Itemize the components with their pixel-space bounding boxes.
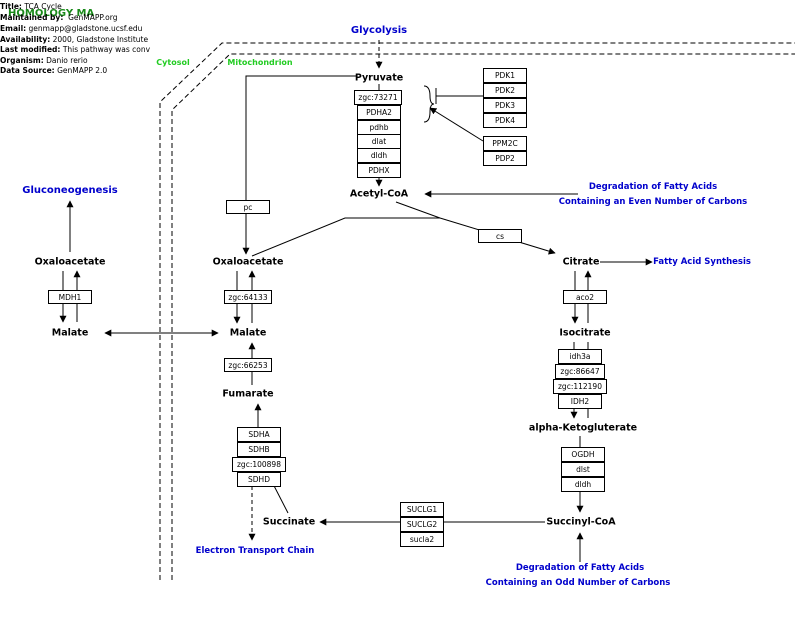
metabolite-fumarate: Fumarate [222, 388, 274, 400]
gene-box[interactable]: dlst [561, 462, 605, 477]
gene-box[interactable]: zgc:66253 [224, 358, 272, 372]
meta-availability: Availability: 2000, Gladstone Institute [0, 35, 149, 44]
gene-box[interactable]: MDH1 [48, 290, 92, 304]
gene-box[interactable]: zgc:100898 [232, 457, 286, 472]
gene-box[interactable]: PDK1 [483, 68, 527, 83]
watermark-logo: HOMOLOGY MA [8, 8, 95, 19]
gene-box[interactable]: zgc:64133 [224, 290, 272, 304]
gene-box[interactable]: SUCLG2 [400, 517, 444, 532]
gluconeogenesis-label[interactable]: Gluconeogenesis [22, 185, 118, 196]
metabolite-succinyl-coa: Succinyl-CoA [546, 516, 616, 528]
fa-even-label-1[interactable]: Degradation of Fatty Acids [588, 181, 718, 192]
metabolite-succinate: Succinate [262, 516, 316, 528]
mitochondrion-label: Mitochondrion [227, 58, 293, 67]
gene-box[interactable]: pdhb [357, 120, 401, 135]
meta-modified: Last modified: This pathway was conv [0, 45, 151, 54]
fa-odd-label-2[interactable]: Containing an Odd Number of Carbons [485, 577, 671, 588]
gene-box[interactable]: cs [478, 229, 522, 243]
gene-box[interactable]: SDHD [237, 472, 281, 487]
gene-box[interactable]: IDH2 [558, 394, 602, 409]
gene-box[interactable]: PDHA2 [357, 105, 401, 120]
gene-box[interactable]: PDK3 [483, 98, 527, 113]
mitochondrion-border [171, 53, 795, 580]
gene-box[interactable]: pc [226, 200, 270, 214]
gene-box[interactable]: PDHX [357, 163, 401, 178]
metabolite-citrate: Citrate [562, 256, 600, 268]
gene-box[interactable]: PDP2 [483, 151, 527, 166]
gene-box[interactable]: zgc:112190 [553, 379, 607, 394]
fa-even-label-2[interactable]: Containing an Even Number of Carbons [558, 196, 748, 207]
gene-box[interactable]: aco2 [563, 290, 607, 304]
gene-box[interactable]: SDHA [237, 427, 281, 442]
gene-box[interactable]: dldh [357, 148, 401, 163]
gene-box[interactable]: dldh [561, 477, 605, 492]
gene-box[interactable]: idh3a [558, 349, 602, 364]
metabolite-malate: Malate [229, 327, 267, 339]
metabolite-isocitrate: Isocitrate [559, 327, 611, 339]
gene-box[interactable]: PPM2C [483, 136, 527, 151]
metabolite-alpha-ketoglutarate: alpha-Ketogluterate [528, 422, 638, 434]
gene-box[interactable]: sucla2 [400, 532, 444, 547]
gene-box[interactable]: zgc:73271 [354, 90, 402, 105]
gene-box[interactable]: SDHB [237, 442, 281, 457]
fa-odd-label-1[interactable]: Degradation of Fatty Acids [515, 562, 645, 573]
meta-email: Email: genmapp@gladstone.ucsf.edu [0, 24, 143, 33]
gene-box[interactable]: OGDH [561, 447, 605, 462]
meta-maintained: Maintained by: GenMAPP.org [0, 13, 118, 22]
fatty-acid-synthesis-label[interactable]: Fatty Acid Synthesis [653, 256, 751, 267]
metabolite-acetyl-coa: Acetyl-CoA [349, 188, 409, 200]
gene-box[interactable]: SUCLG1 [400, 502, 444, 517]
meta-title: Title: TCA Cycle [0, 2, 62, 11]
gene-box[interactable]: zgc:86647 [555, 364, 605, 379]
metabolite-malate-cytosol: Malate [51, 327, 89, 339]
gene-box[interactable]: PDK2 [483, 83, 527, 98]
metabolite-oxaloacetate: Oxaloacetate [212, 256, 284, 268]
gene-box[interactable]: PDK4 [483, 113, 527, 128]
gene-box[interactable]: dlat [357, 134, 401, 149]
meta-source: Data Source: GenMAPP 2.0 [0, 66, 108, 75]
meta-organism: Organism: Danio rerio [0, 56, 88, 65]
glycolysis-label[interactable]: Glycolysis [350, 25, 408, 36]
metabolite-pyruvate: Pyruvate [354, 72, 404, 84]
metabolite-oxaloacetate-cytosol: Oxaloacetate [34, 256, 106, 268]
cytosol-label: Cytosol [156, 58, 190, 67]
cytosol-border [159, 42, 795, 580]
electron-transport-chain-label[interactable]: Electron Transport Chain [195, 545, 315, 556]
